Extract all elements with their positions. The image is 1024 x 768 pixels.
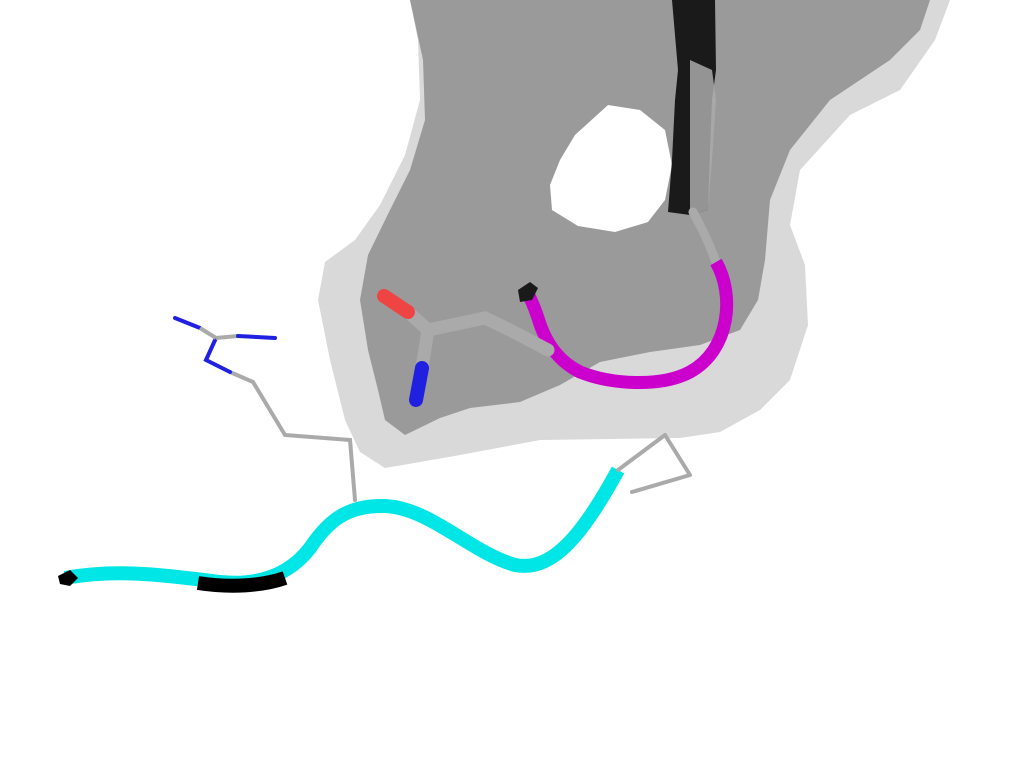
arginine-side-chain bbox=[173, 316, 357, 502]
short-side-chain bbox=[616, 433, 692, 494]
stick-oxygen bbox=[377, 289, 415, 319]
beta-strand-side bbox=[690, 60, 716, 215]
peptide-ribbon-end-cap bbox=[58, 570, 78, 586]
arg-nitrogen-1 bbox=[203, 336, 232, 374]
arg-carbon-chain bbox=[228, 370, 357, 502]
surface-cavity bbox=[550, 105, 672, 232]
stick-nitrogen bbox=[409, 361, 429, 407]
side-chain-sticks bbox=[377, 289, 555, 407]
peptide-ribbon bbox=[63, 466, 625, 590]
arg-nitrogen-2 bbox=[236, 334, 277, 340]
arg-carbon-link bbox=[198, 326, 218, 340]
arg-nitrogen-3 bbox=[173, 316, 202, 330]
arg-carbon-cz bbox=[215, 334, 239, 340]
loop-end-cap bbox=[518, 282, 538, 302]
peptide-ribbon-dark-segment bbox=[196, 571, 288, 593]
coil-grey bbox=[688, 207, 721, 267]
loop-magenta bbox=[520, 258, 734, 390]
stick-carbon bbox=[421, 311, 555, 357]
